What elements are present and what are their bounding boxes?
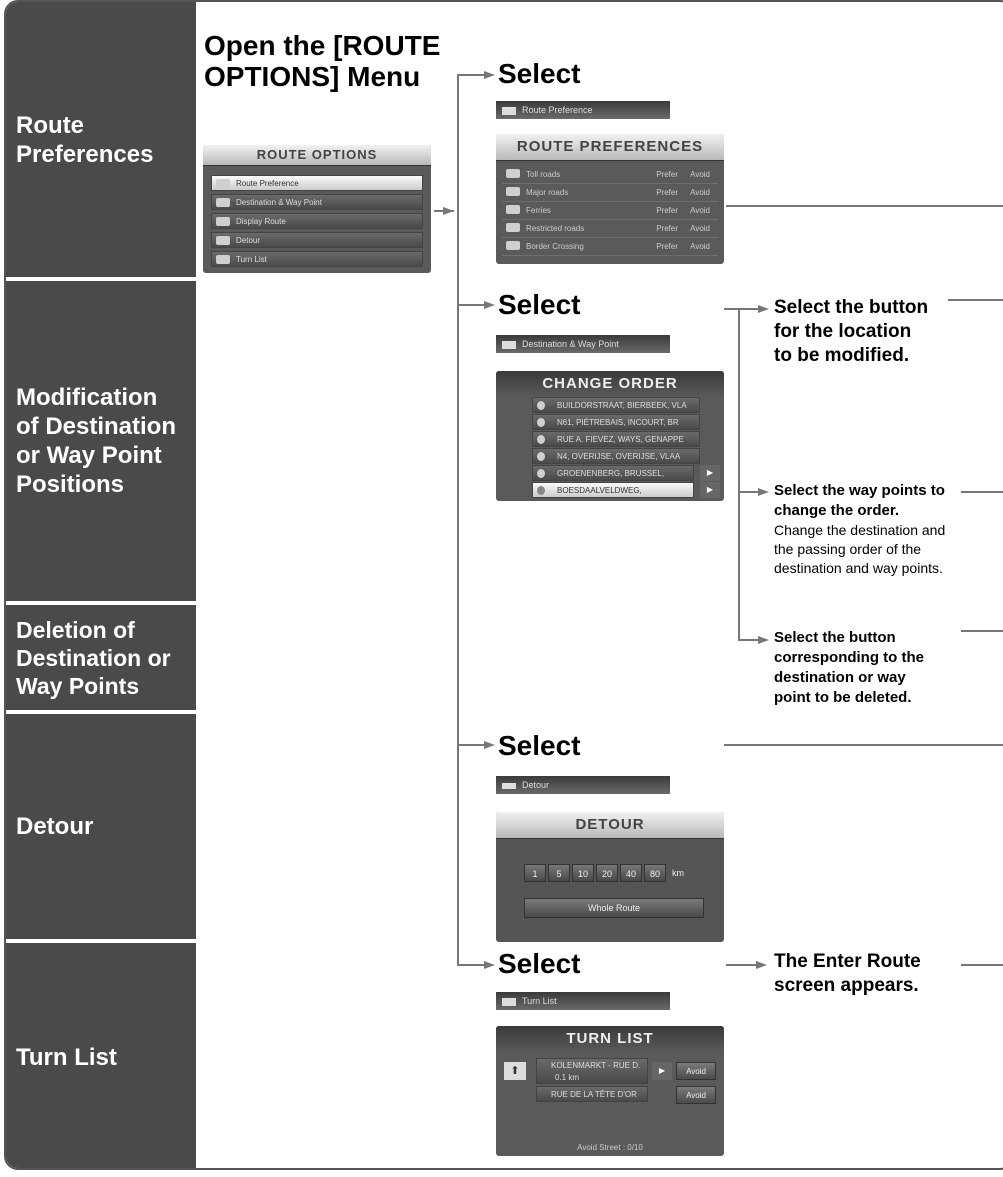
note-modify: Select the button for the location to be… — [774, 297, 929, 366]
screen-title: DETOUR — [496, 812, 724, 839]
branch-line — [457, 744, 487, 746]
sidebar-label: Turn List — [16, 1044, 117, 1071]
sidebar-detour: Detour — [6, 714, 196, 939]
whole-route-button[interactable]: Whole Route — [524, 898, 704, 918]
note-change-order: Select the way points to change the orde… — [774, 482, 945, 519]
notes-trunk — [738, 308, 740, 640]
screen-title: ROUTE OPTIONS — [203, 145, 431, 166]
select-heading: Select — [498, 948, 581, 979]
branch-line — [726, 964, 758, 966]
arrow-right-icon — [484, 741, 495, 749]
sidebar-deletion: Deletion of Destination or Way Points — [6, 605, 196, 710]
arrow-right-icon — [758, 636, 769, 644]
arrow-right-icon — [484, 71, 495, 79]
waypoint-row[interactable]: BOESDAALVELDWEG, ALSEMBERG, — [532, 482, 694, 498]
branch-line — [724, 308, 760, 310]
screen-title: ROUTE PREFERENCES — [496, 134, 724, 161]
sidebar-label: Detour — [16, 813, 94, 840]
menu-item-turn-list[interactable]: Turn List — [211, 251, 423, 267]
play-icon[interactable]: ▶ — [700, 465, 720, 481]
arrow-right-icon — [758, 488, 769, 496]
arrow-right-icon — [484, 961, 495, 969]
branch-line — [457, 304, 487, 306]
arrow-right-icon — [443, 207, 454, 215]
branch-line — [738, 639, 760, 641]
menu-item-display-route[interactable]: Display Route — [211, 213, 423, 229]
branch-line — [457, 964, 487, 966]
unit-label: km — [672, 868, 684, 878]
waypoint-row[interactable]: GROENENBERG, BRUSSEL, BRUSS — [532, 465, 694, 494]
sidebar-route-preferences: Route Preferences — [6, 2, 196, 277]
continue-line — [724, 744, 1003, 746]
note-enter-route: The Enter Route screen appears. — [774, 951, 921, 996]
continue-line — [961, 964, 1003, 966]
distance-button[interactable]: 1 — [524, 864, 546, 882]
distance-buttons: 1 5 10 20 40 80 km — [524, 864, 714, 882]
branch-line — [457, 74, 487, 76]
distance-button[interactable]: 5 — [548, 864, 570, 882]
screen-title: CHANGE ORDER — [496, 371, 724, 397]
waypoint-row[interactable]: BUILDORSTRAAT, BIERBEEK, VLA — [532, 397, 700, 413]
menu-item-destination[interactable]: Destination & Way Point — [211, 194, 423, 210]
waypoint-row[interactable]: N4, OVERIJSE, OVERIJSE, VLAA — [532, 448, 700, 464]
route-options-screen: ROUTE OPTIONS Route Preference Destinati… — [203, 145, 431, 273]
arrow-right-icon — [484, 301, 495, 309]
play-icon[interactable]: ▶ — [652, 1062, 672, 1080]
change-order-screen: CHANGE ORDER BUILDORSTRAAT, BIERBEEK, VL… — [496, 371, 724, 501]
avoid-button[interactable]: Avoid — [676, 1086, 716, 1104]
select-heading: Select — [498, 58, 581, 89]
sidebar-turn-list: Turn List — [6, 943, 196, 1168]
arrow-right-icon — [758, 305, 769, 313]
distance-button[interactable]: 80 — [644, 864, 666, 882]
turn-row[interactable]: KOLENMARKT - RUE D. 0.1 km — [536, 1058, 648, 1084]
detour-screen: DETOUR 1 5 10 20 40 80 km Whole Route — [496, 812, 724, 942]
note-change-order-detail: Change the destination and the passing o… — [774, 522, 946, 576]
turn-list-screen: TURN LIST ⬆ KOLENMARKT - RUE D. 0.1 km ▶… — [496, 1026, 724, 1156]
page-frame: Route Preferences Modification of Destin… — [4, 0, 1003, 1170]
sidebar-divider — [6, 277, 196, 281]
note-delete: Select the button corresponding to the d… — [774, 629, 924, 706]
waypoint-row[interactable]: N61, PIÉTREBAIS, INCOURT, BR — [532, 414, 700, 430]
trunk-line — [457, 74, 459, 966]
continue-line — [726, 205, 1003, 207]
step1-heading: Open the [ROUTE OPTIONS] Menu — [204, 30, 441, 92]
select-heading: Select — [498, 289, 581, 320]
turn-list-button[interactable]: Turn List — [496, 992, 670, 1010]
arrow-right-icon — [756, 961, 767, 969]
sidebar-label: Modification of Destination or Way Point… — [16, 384, 176, 498]
waypoint-row[interactable]: RUE A. FIEVEZ, WAYS, GENAPPE — [532, 431, 700, 447]
sidebar-divider — [6, 601, 196, 605]
turn-row[interactable]: RUE DE LA TÊTE D'OR — [536, 1086, 648, 1102]
avoid-button[interactable]: Avoid — [676, 1062, 716, 1080]
play-icon[interactable]: ▶ — [700, 482, 720, 498]
distance-button[interactable]: 40 — [620, 864, 642, 882]
screen-title: TURN LIST — [496, 1026, 724, 1052]
continue-line — [961, 630, 1003, 632]
menu-item-route-preference[interactable]: Route Preference — [211, 175, 423, 191]
distance-button[interactable]: 20 — [596, 864, 618, 882]
continue-line — [961, 491, 1003, 493]
turn-list-footer: Avoid Street : 0/10 — [577, 1143, 643, 1152]
sidebar-divider — [6, 710, 196, 714]
sidebar-label: Route Preferences — [16, 111, 154, 168]
continue-line — [948, 299, 1003, 301]
sidebar-modification: Modification of Destination or Way Point… — [6, 281, 196, 601]
sidebar-divider — [6, 939, 196, 943]
route-preference-button[interactable]: Route Preference — [496, 101, 670, 119]
detour-button[interactable]: Detour — [496, 776, 670, 794]
distance-button[interactable]: 10 — [572, 864, 594, 882]
up-arrow-icon[interactable]: ⬆ — [504, 1062, 526, 1080]
select-heading: Select — [498, 730, 581, 761]
branch-line — [738, 491, 760, 493]
sidebar-label: Deletion of Destination or Way Points — [16, 616, 171, 699]
menu-item-detour[interactable]: Detour — [211, 232, 423, 248]
destination-button[interactable]: Destination & Way Point — [496, 335, 670, 353]
